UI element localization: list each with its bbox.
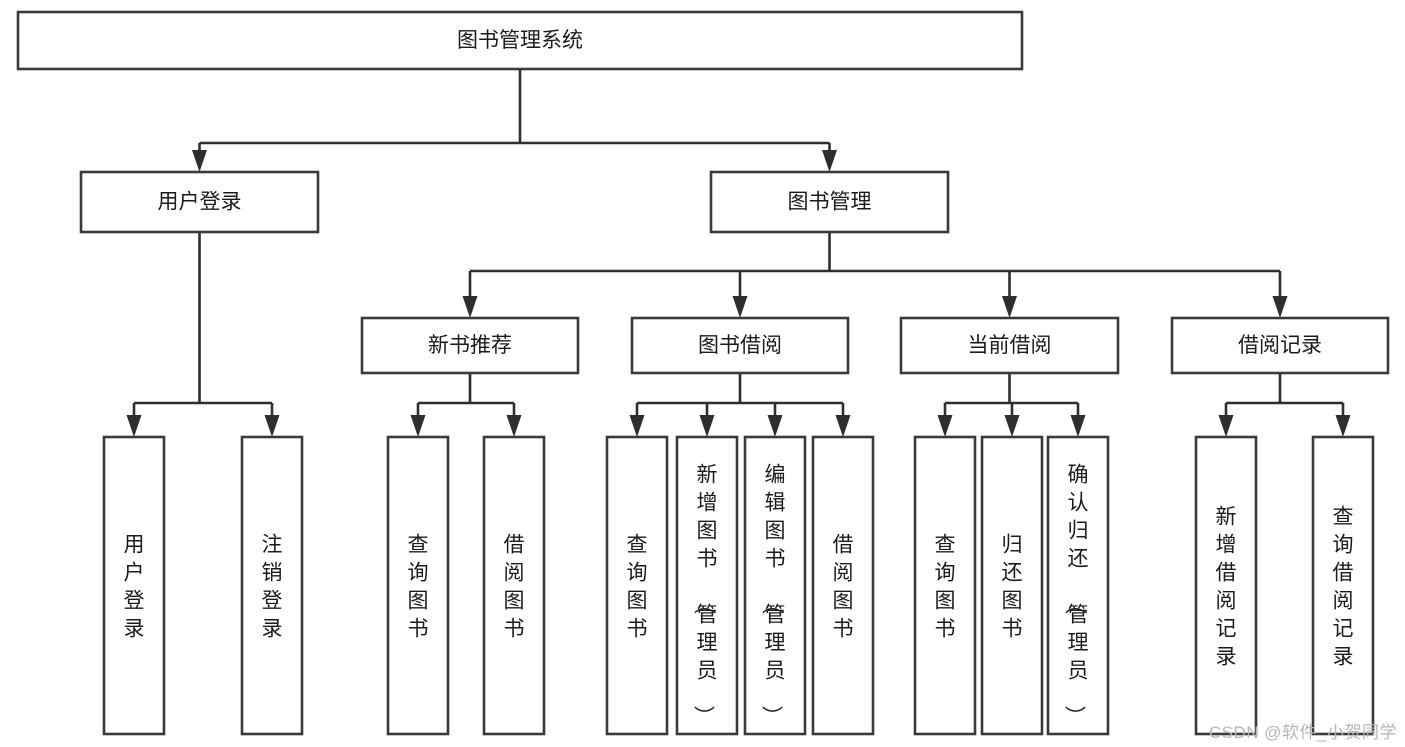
node-label-leaf-logout: 注销登录 (262, 533, 283, 640)
node-label-book-manage: 图书管理 (788, 191, 872, 214)
node-label-leaf-borrow-book-1: 借阅图书 (504, 533, 525, 640)
node-label-leaf-borrow-book-2: 借阅图书 (833, 533, 854, 640)
node-leaf-return-book[interactable]: 归还图书 (980, 435, 1044, 736)
node-label-leaf-add-book: 新增图书（管理员） (692, 463, 718, 726)
connector-group-root (192, 69, 837, 172)
node-book-manage[interactable]: 图书管理 (709, 170, 950, 234)
node-root[interactable]: 图书管理系统 (16, 10, 1024, 71)
node-label-leaf-add-record: 新增借阅记录 (1216, 505, 1237, 668)
node-label-leaf-user-login: 用户登录 (124, 533, 145, 640)
node-label-leaf-edit-book: 编辑图书（管理员） (760, 463, 786, 726)
node-label-new-book-rec: 新书推荐 (428, 334, 512, 357)
node-layer: 图书管理系统用户登录图书管理新书推荐图书借阅当前借阅借阅记录用户登录注销登录查询… (16, 10, 1390, 736)
node-leaf-add-record[interactable]: 新增借阅记录 (1194, 435, 1258, 736)
node-borrow-record[interactable]: 借阅记录 (1170, 316, 1390, 375)
node-current-borrow[interactable]: 当前借阅 (899, 316, 1120, 375)
node-leaf-borrow-book-1[interactable]: 借阅图书 (482, 435, 546, 736)
node-label-leaf-return-book: 归还图书 (1002, 533, 1023, 640)
node-leaf-add-book[interactable]: 新增图书（管理员） (675, 435, 739, 736)
node-label-leaf-confirm-return: 确认归还（管理员） (1063, 463, 1089, 726)
node-leaf-confirm-return[interactable]: 确认归还（管理员） (1046, 435, 1110, 736)
node-leaf-query-book-1[interactable]: 查询图书 (386, 435, 450, 736)
node-label-current-borrow: 当前借阅 (968, 334, 1052, 357)
node-leaf-user-login[interactable]: 用户登录 (102, 435, 166, 736)
node-label-book-borrow: 图书借阅 (698, 334, 782, 357)
connector-group-borrow-record (1218, 373, 1351, 437)
node-label-borrow-record: 借阅记录 (1238, 334, 1322, 357)
connector-group-user-login (126, 232, 280, 437)
node-leaf-query-record[interactable]: 查询借阅记录 (1311, 435, 1375, 736)
node-leaf-borrow-book-2[interactable]: 借阅图书 (811, 435, 875, 736)
node-label-leaf-query-book-2: 查询图书 (627, 533, 648, 640)
connector-layer (126, 69, 1351, 437)
node-label-root: 图书管理系统 (457, 29, 583, 52)
node-leaf-query-book-2[interactable]: 查询图书 (605, 435, 669, 736)
connector-group-book-manage (462, 232, 1288, 318)
node-leaf-edit-book[interactable]: 编辑图书（管理员） (743, 435, 807, 736)
connector-group-current-borrow (937, 373, 1086, 437)
node-label-user-login: 用户登录 (158, 191, 242, 214)
node-label-leaf-query-record: 查询借阅记录 (1333, 505, 1354, 668)
node-leaf-logout[interactable]: 注销登录 (240, 435, 304, 736)
node-user-login[interactable]: 用户登录 (79, 170, 320, 234)
connector-group-book-borrow (629, 373, 851, 437)
node-label-leaf-query-book-3: 查询图书 (935, 533, 956, 640)
node-leaf-query-book-3[interactable]: 查询图书 (913, 435, 977, 736)
node-book-borrow[interactable]: 图书借阅 (630, 316, 850, 375)
node-label-leaf-query-book-1: 查询图书 (408, 533, 429, 640)
connector-group-new-book-rec (410, 373, 522, 437)
node-new-book-rec[interactable]: 新书推荐 (360, 316, 580, 375)
